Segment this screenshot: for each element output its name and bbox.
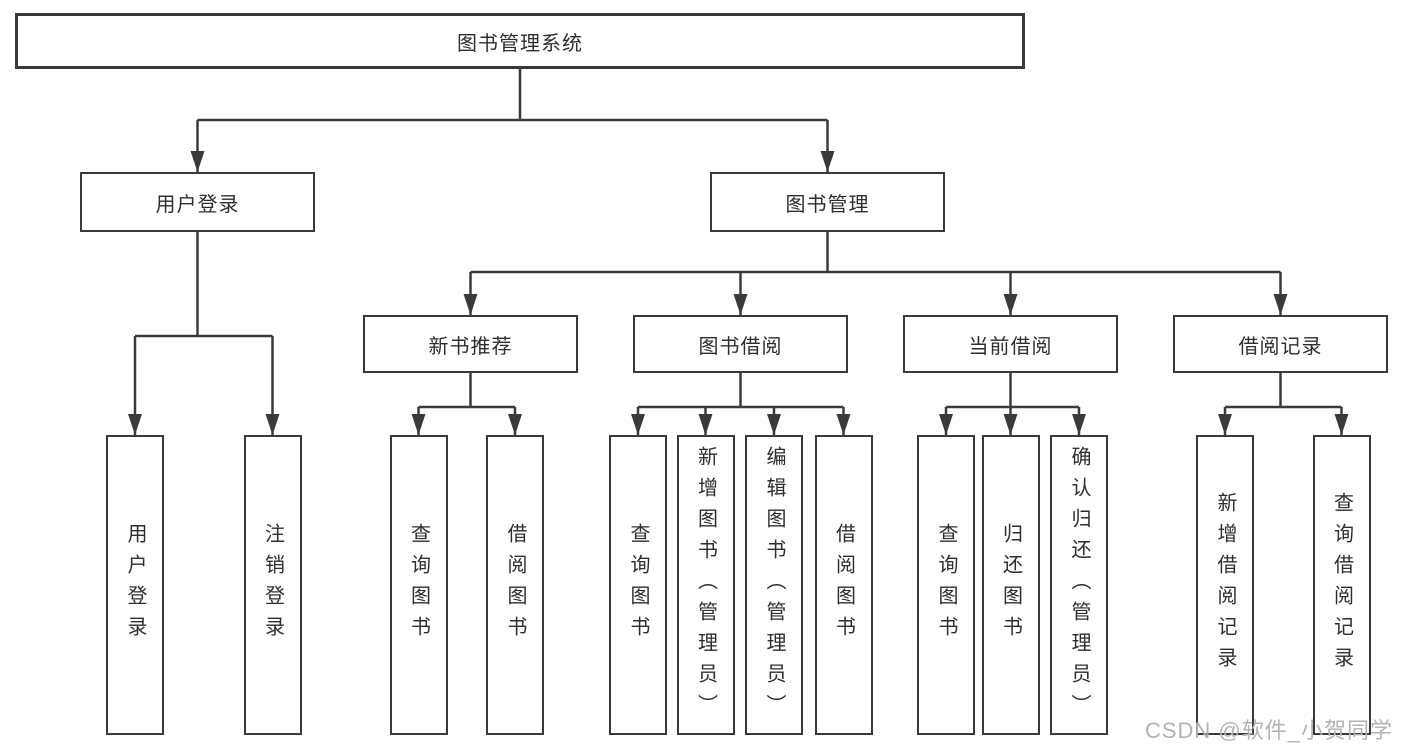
leaf-borrow-books-borrow: 借阅图书 [814, 435, 873, 735]
leaf-label: 用户登录 [124, 523, 146, 647]
leaf-label: 借阅图书 [504, 523, 526, 647]
node-book-management: 图书管理 [710, 172, 945, 232]
leaf-label: 确认归还（管理员） [1068, 445, 1090, 725]
leaf-label: 借阅图书 [832, 523, 855, 647]
leaf-query-books-borrow: 查询图书 [609, 435, 667, 735]
node-label: 借阅记录 [1238, 335, 1323, 358]
node-user-login: 用户登录 [80, 172, 315, 232]
leaf-query-books-recommend: 查询图书 [389, 435, 448, 735]
leaf-return-books: 归还图书 [981, 435, 1040, 735]
node-label: 当前借阅 [968, 335, 1053, 358]
leaf-edit-books-admin: 编辑图书（管理员） [745, 435, 803, 735]
leaf-confirm-return-admin: 确认归还（管理员） [1050, 435, 1108, 735]
leaf-label: 查询图书 [627, 523, 649, 647]
leaf-label: 查询借阅记录 [1330, 492, 1353, 678]
leaf-logout: 注销登录 [243, 435, 302, 735]
leaf-add-borrow-record: 新增借阅记录 [1196, 435, 1254, 735]
node-label: 图书借阅 [698, 335, 783, 358]
node-current-borrow: 当前借阅 [903, 315, 1118, 373]
node-book-borrow: 图书借阅 [633, 315, 848, 373]
node-new-book-recommend: 新书推荐 [363, 315, 578, 373]
node-label: 图书管理 [785, 193, 870, 216]
node-label: 新书推荐 [428, 335, 513, 358]
node-label: 用户登录 [155, 193, 240, 216]
leaf-label: 查询图书 [935, 523, 957, 647]
node-borrow-records: 借阅记录 [1173, 315, 1388, 373]
leaf-borrow-books-recommend: 借阅图书 [486, 435, 544, 735]
node-label: 图书管理系统 [457, 32, 583, 55]
leaf-query-borrow-record: 查询借阅记录 [1312, 435, 1371, 735]
leaf-user-login: 用户登录 [106, 435, 164, 735]
leaf-label: 注销登录 [261, 523, 284, 647]
leaf-query-books-current: 查询图书 [917, 435, 975, 735]
leaf-label: 新增图书（管理员） [694, 445, 717, 725]
leaf-label: 新增借阅记录 [1214, 492, 1236, 678]
node-root-system: 图书管理系统 [15, 13, 1025, 69]
leaf-label: 编辑图书（管理员） [763, 445, 785, 725]
csdn-watermark: CSDN @软件_小贺同学 [1144, 718, 1393, 743]
leaf-label: 归还图书 [999, 523, 1022, 647]
leaf-label: 查询图书 [407, 523, 430, 647]
leaf-add-books-admin: 新增图书（管理员） [676, 435, 735, 735]
